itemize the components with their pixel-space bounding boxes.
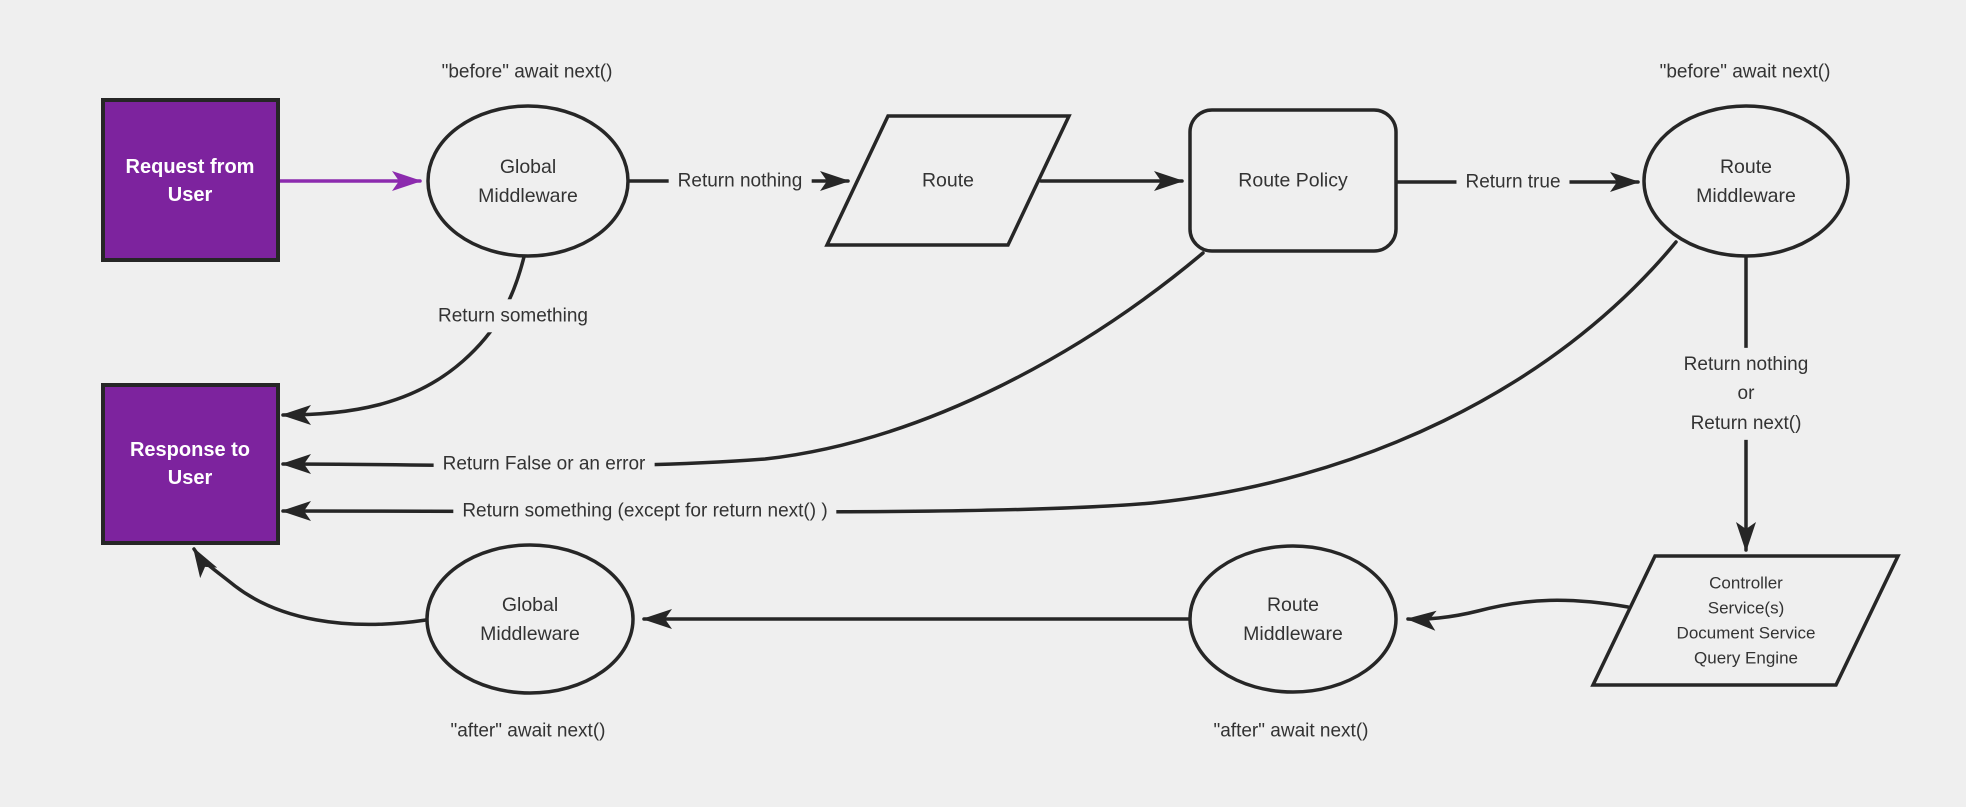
node-global-middleware-bottom bbox=[425, 543, 635, 695]
node-controller-services bbox=[1590, 554, 1901, 687]
edge-global-middleware-bottom-to-response bbox=[192, 547, 428, 627]
node-route-middleware-bottom bbox=[1188, 544, 1398, 694]
node-route bbox=[824, 114, 1072, 247]
node-response-to-user bbox=[101, 383, 280, 545]
node-request-from-user bbox=[101, 98, 280, 262]
edge-route-policy-return-false-to-response bbox=[281, 251, 1205, 475]
node-route-policy bbox=[1188, 108, 1398, 253]
edge-controller-to-route-middleware-bottom bbox=[1406, 598, 1630, 631]
edge-route-middleware-return-something-to-response bbox=[281, 240, 1678, 522]
node-route-middleware-top bbox=[1642, 104, 1850, 258]
edge-global-middleware-return-something-to-response bbox=[281, 255, 526, 425]
node-global-middleware-top bbox=[426, 104, 630, 258]
